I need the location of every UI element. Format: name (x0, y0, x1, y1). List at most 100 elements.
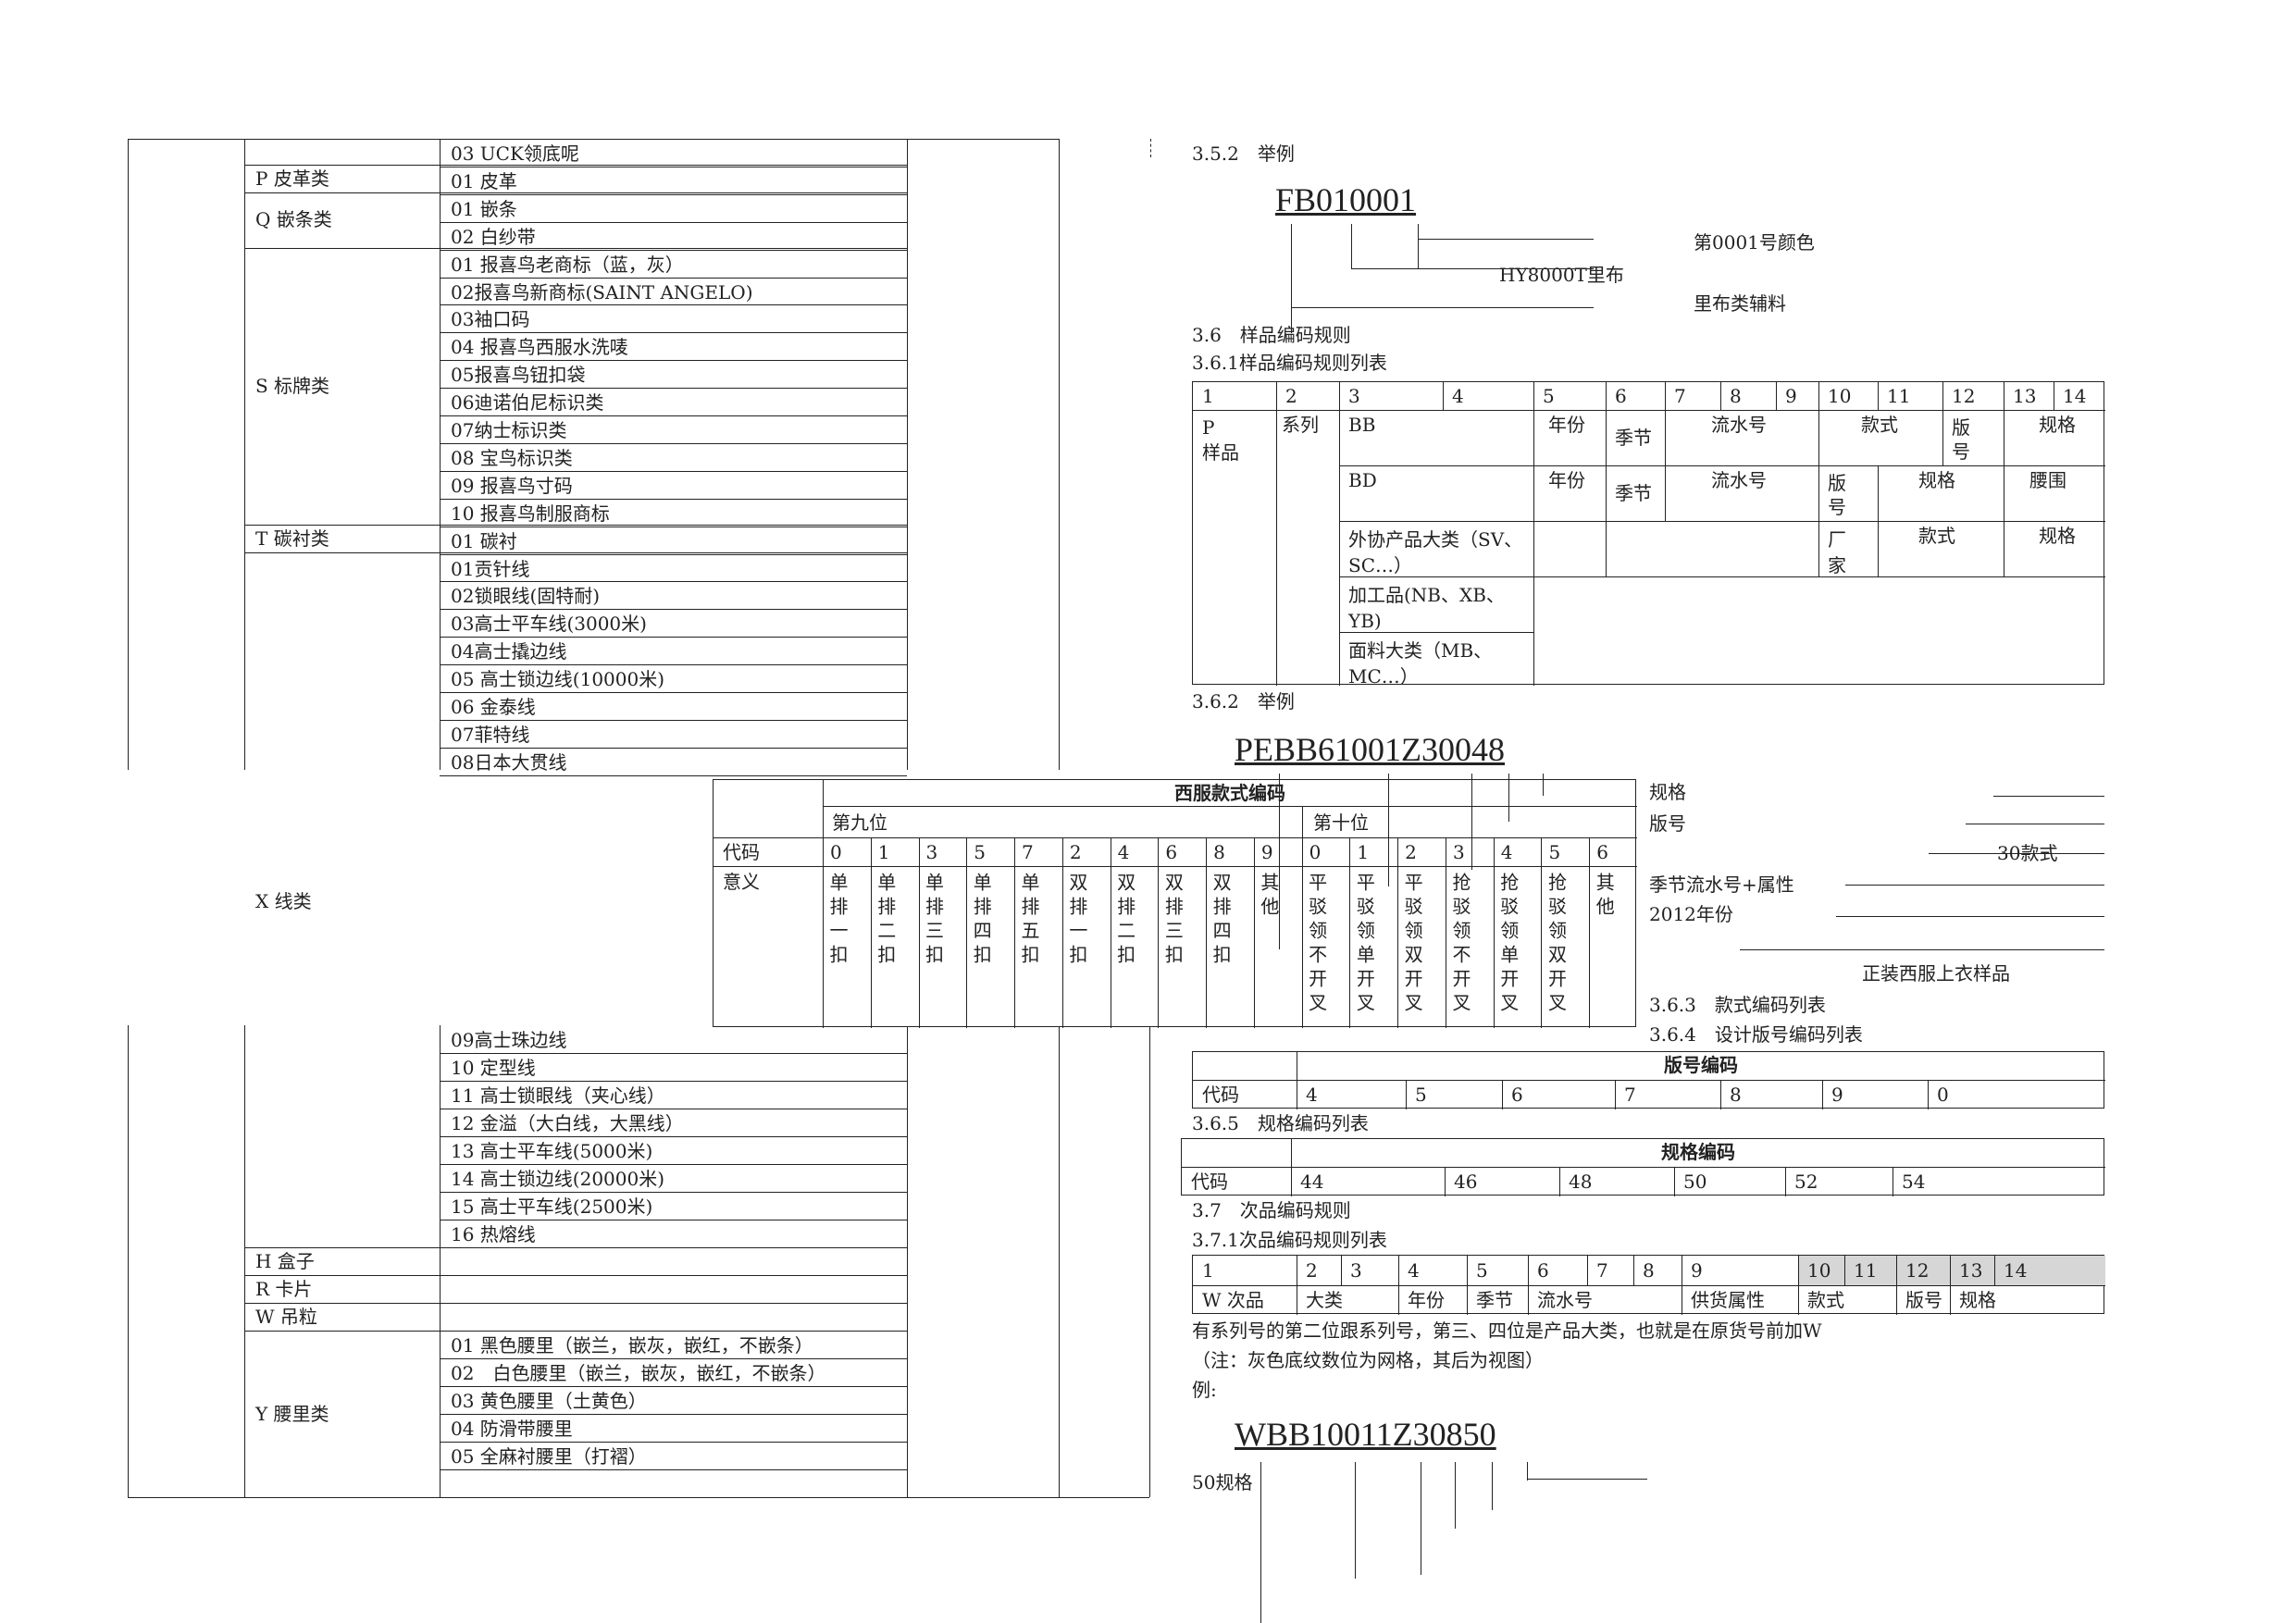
sample-vendor: 厂家 (1828, 528, 1846, 576)
defective-col-number: 12 (1905, 1259, 1930, 1282)
defective-note-3: 例: (1192, 1379, 1217, 1401)
style-meaning: 平驳领不开叉 (1305, 873, 1328, 1017)
defective-field: 流水号 (1537, 1289, 1593, 1311)
example2-label-year: 2012年份 (1649, 903, 1733, 925)
category-w: W 吊粒 (255, 1306, 317, 1328)
category-t: T 碳衬类 (255, 527, 329, 550)
style-meaning: 其他 (1257, 873, 1280, 921)
defective-field: 供货属性 (1691, 1289, 1765, 1311)
sample-col-number: 13 (2013, 385, 2037, 407)
item-label: 05报喜鸟钮扣袋 (451, 364, 586, 387)
code-value: 52 (1794, 1171, 1818, 1193)
example2-label-sample: 正装西服上衣样品 (1862, 962, 2010, 985)
item-label: 03高士平车线(3000米) (451, 613, 647, 636)
item-label: 07纳士标识类 (451, 419, 567, 441)
sample-col-number: 12 (1952, 385, 1976, 407)
style-meaning: 双排二扣 (1113, 873, 1136, 969)
item-label: 05 全麻衬腰里（打褶） (451, 1445, 647, 1468)
sample-style: 款式 (1861, 414, 1898, 436)
defective-col-number: 14 (2004, 1259, 2028, 1282)
sample-col-number: 6 (1615, 385, 1627, 407)
defective-col-number: 2 (1306, 1259, 1318, 1282)
sample-col-number: 11 (1887, 385, 1911, 407)
sample-bd: BD (1348, 469, 1377, 491)
item-label: 06 金泰线 (451, 696, 536, 718)
meaning-label: 意义 (723, 871, 760, 893)
section-3-6-5: 3.6.5 规格编码列表 (1192, 1112, 1369, 1134)
item-label: 09 报喜鸟寸码 (451, 474, 573, 497)
category-x: X 线类 (255, 890, 312, 912)
defective-field: 年份 (1408, 1289, 1445, 1311)
style-code: 5 (1548, 841, 1561, 863)
defective-col-number: 4 (1408, 1259, 1420, 1282)
item-label: 09高士珠边线 (451, 1029, 567, 1051)
example2-label-size: 规格 (1649, 781, 1686, 803)
style-meaning: 平驳领双开叉 (1401, 873, 1424, 1017)
item-label: 13 高士平车线(5000米) (451, 1140, 653, 1162)
item-label: 02 白色腰里（嵌兰，嵌灰，嵌红，不嵌条） (451, 1362, 826, 1384)
style-meaning: 其他 (1593, 873, 1616, 921)
example1-label-color: 第0001号颜色 (1694, 231, 1815, 254)
style-meaning: 单排四扣 (970, 873, 993, 969)
example1-label-category: 里布类辅料 (1694, 292, 1786, 315)
sample-col-number: 3 (1348, 385, 1360, 407)
item-label: 10 定型线 (451, 1057, 536, 1079)
sample-season: 季节 (1615, 427, 1652, 449)
item-label: 04 防滑带腰里 (451, 1418, 573, 1440)
style-meaning: 单排二扣 (874, 873, 897, 969)
defective-col-number: 1 (1202, 1259, 1214, 1282)
sample-col-number: 10 (1828, 385, 1852, 407)
defective-col-number: 10 (1807, 1259, 1831, 1282)
style-code: 0 (1309, 841, 1322, 863)
item-label: 12 金溢（大白线，大黑线） (451, 1112, 684, 1134)
defective-field: 款式 (1807, 1289, 1844, 1311)
style-meaning: 平驳领单开叉 (1353, 873, 1376, 1017)
category-s: S 标牌类 (255, 375, 330, 397)
item-label: 05 高士锁边线(10000米) (451, 668, 665, 691)
sample-waist: 腰围 (2029, 469, 2066, 491)
size-table-title: 规格编码 (1661, 1141, 1735, 1163)
defective-field: 规格 (1959, 1289, 1996, 1311)
style-code: 1 (1357, 841, 1370, 863)
code-value: 5 (1415, 1084, 1427, 1106)
sample-style-2: 款式 (1918, 525, 1955, 547)
item-label: 02报喜鸟新商标(SAINT ANGELO) (451, 280, 753, 304)
sample-p-label: P 样品 (1202, 416, 1239, 464)
code-value: 48 (1569, 1171, 1593, 1193)
item-label: 04 报喜鸟西服水洗唛 (451, 336, 628, 359)
category-h: H 盒子 (255, 1250, 315, 1272)
style-meaning: 单排一扣 (826, 873, 849, 969)
section-3-6-3: 3.6.3 款式编码列表 (1649, 994, 1826, 1016)
item-label: 16 热熔线 (451, 1223, 536, 1245)
code-value: 54 (1902, 1171, 1926, 1193)
code-value: 7 (1624, 1084, 1636, 1106)
defective-col-number: 7 (1596, 1259, 1608, 1282)
section-3-6-1: 3.6.1样品编码规则列表 (1192, 352, 1387, 374)
defective-col-number: 6 (1537, 1259, 1549, 1282)
defective-field: W 次品 (1202, 1289, 1264, 1311)
example2-label-season: 季节流水号+属性 (1649, 873, 1794, 896)
sample-col-number: 2 (1285, 385, 1297, 407)
style-code: 6 (1596, 841, 1608, 863)
style-code: 8 (1213, 841, 1225, 863)
size-code-label: 代码 (1191, 1171, 1228, 1193)
example2-label-version: 版号 (1649, 812, 1686, 835)
section-3-6: 3.6 样品编码规则 (1192, 324, 1351, 346)
sample-col-number: 14 (2063, 385, 2087, 407)
item-label: 02 白纱带 (451, 225, 536, 248)
sample-col-number: 1 (1202, 385, 1214, 407)
sample-size-3: 规格 (2039, 525, 2076, 547)
style-code: 1 (877, 841, 890, 863)
code-value: 8 (1730, 1084, 1742, 1106)
item-label: 01 报喜鸟老商标（蓝，灰） (451, 253, 684, 276)
sample-year: 年份 (1548, 414, 1585, 436)
style-code: 9 (1260, 841, 1273, 863)
sample-col-number: 9 (1785, 385, 1797, 407)
example1-label-lining: HY8000T里布 (1499, 264, 1624, 286)
sample-bb: BB (1348, 414, 1376, 436)
style-table-title: 西服款式编码 (1174, 782, 1285, 804)
